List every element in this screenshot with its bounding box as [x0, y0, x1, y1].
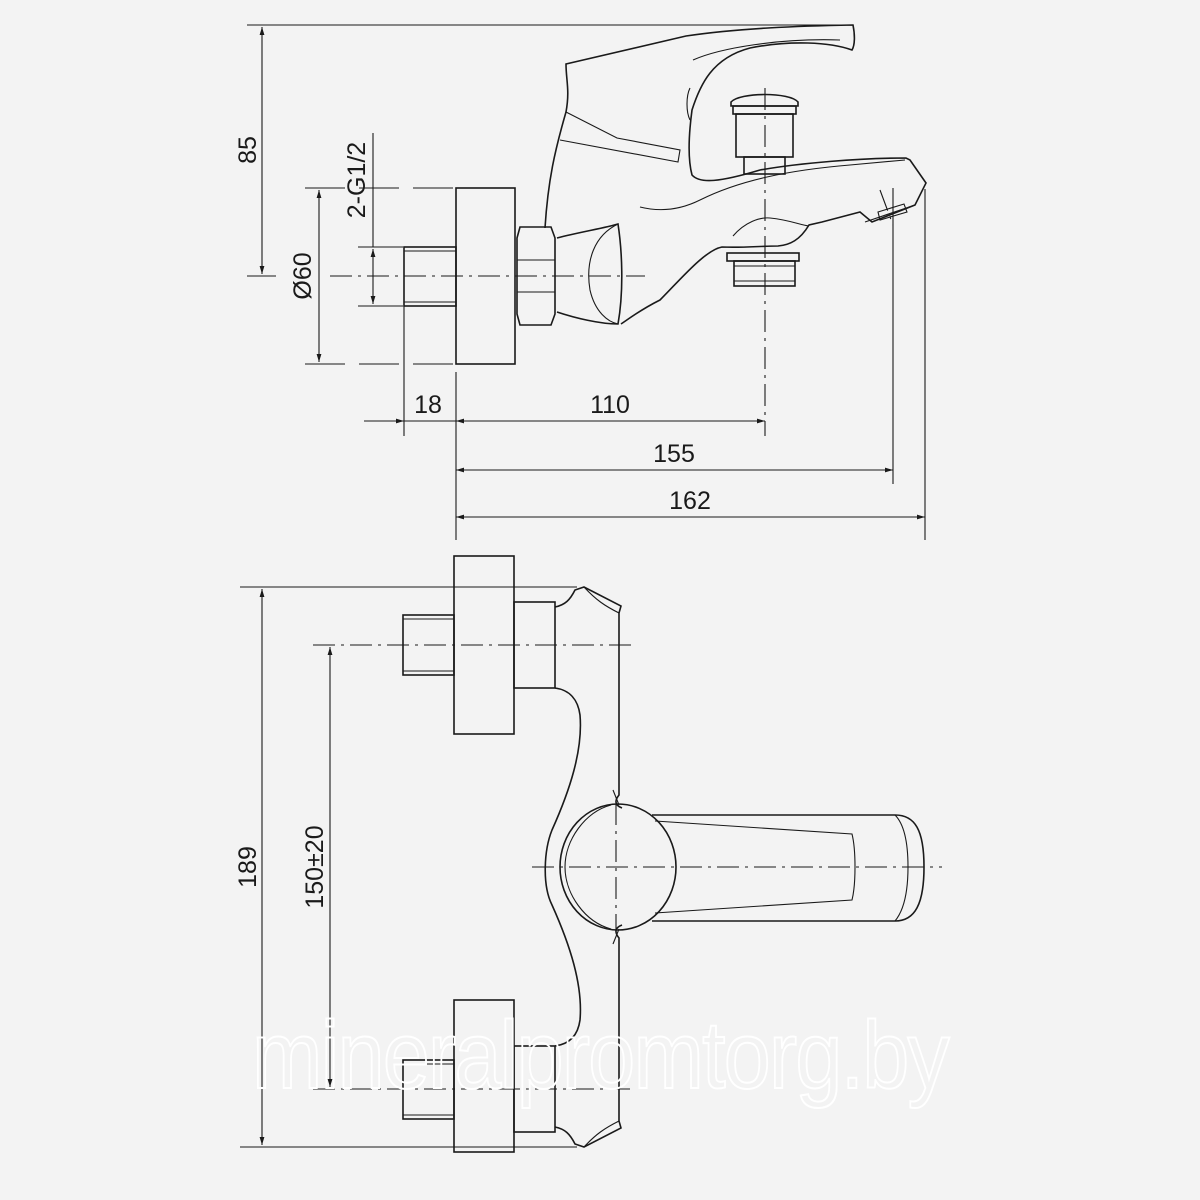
dim-label-85: 85: [234, 136, 262, 164]
body-plate-upper: [554, 586, 623, 809]
dim-label-18: 18: [414, 391, 442, 419]
outlet-fitting-collar: [726, 252, 800, 262]
dim-label-thread: 2-G1/2: [343, 142, 371, 218]
dim-label-189: 189: [234, 846, 262, 888]
wall-flange: [455, 187, 516, 365]
body-connector: [556, 222, 623, 325]
lower-collar: [513, 1045, 556, 1133]
hex-nut: [516, 226, 556, 326]
lever-handle: [652, 814, 925, 922]
upper-collar: [513, 601, 556, 689]
dim-label-110: 110: [590, 391, 630, 419]
dim-label-diameter-60: Ø60: [289, 252, 317, 299]
dim-label-centers: 150±20: [301, 825, 329, 908]
mixer-body: [544, 24, 927, 325]
front-view: 189 150±20: [234, 555, 942, 1153]
dim-label-155: 155: [653, 440, 695, 468]
watermark: mineralpromtorg.by: [252, 1002, 950, 1109]
side-view: 85 Ø60 2-G1/2: [234, 24, 927, 540]
dim-label-162: 162: [669, 487, 711, 515]
diverter-knob-cap: [730, 93, 799, 107]
